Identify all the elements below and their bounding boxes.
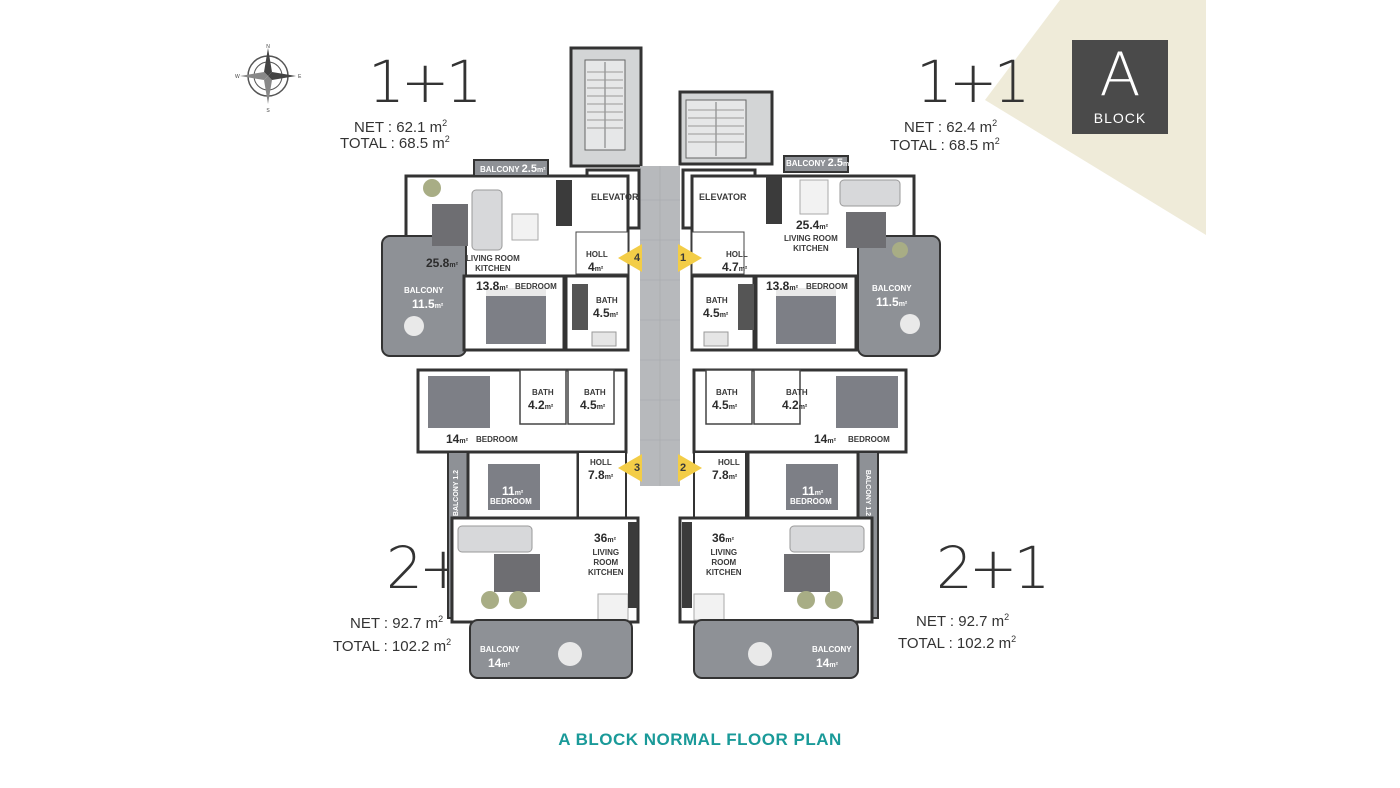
u3-living-area: 36m² <box>594 531 616 545</box>
u1-balcony-label: BALCONY <box>872 284 912 293</box>
u3-bedroom2-area: 11m² <box>502 484 524 498</box>
u2-bedroom2-label: BEDROOM <box>790 497 832 506</box>
u3-bath1-area: 4.2m² <box>528 398 554 412</box>
u4-balcony-label: BALCONY <box>404 286 444 295</box>
u4-balcony-top: BALCONY 2.5m² <box>480 163 546 175</box>
u2-bath2-area: 4.2m² <box>782 398 808 412</box>
u2-bedroom1-area: 14m² <box>814 432 836 446</box>
net-area-top-left: NET : 62.1 m2 <box>354 118 448 136</box>
u2-living-area: 36m² <box>712 531 734 545</box>
u2-bedroom2-area: 11m² <box>802 484 824 498</box>
entry-arrow-1 <box>678 244 702 272</box>
net-area-top-right: NET : 62.4 m2 <box>904 118 998 136</box>
u2-bath2-label: BATH <box>786 388 808 397</box>
total-area-top-right: TOTAL : 68.5 m2 <box>890 136 1000 154</box>
u1-bedroom-label: BEDROOM <box>806 282 848 291</box>
u4-balcony-area: 11.5m² <box>412 297 444 311</box>
block-word: BLOCK <box>1093 110 1147 126</box>
u3-balcony-area: 14m² <box>488 656 510 670</box>
entry-number-3: 3 <box>634 462 641 474</box>
svg-text:N: N <box>266 44 270 50</box>
u1-balcony-area: 11.5m² <box>876 295 908 309</box>
entry-arrow-2 <box>678 454 702 482</box>
u1-bath-area: 4.5m² <box>703 306 729 320</box>
u3-bath1-label: BATH <box>532 388 554 397</box>
svg-text:W: W <box>235 74 240 80</box>
unit-type-top-left: 1+1 <box>368 48 482 116</box>
u4-holl-area: 4m² <box>588 260 604 274</box>
u1-living-area: 25.4m² <box>796 218 828 232</box>
u2-bath1-label: BATH <box>716 388 738 397</box>
svg-text:S: S <box>266 108 270 114</box>
u2-holl-area: 7.8m² <box>712 468 738 482</box>
u3-holl-area: 7.8m² <box>588 468 614 482</box>
unit-type-bottom-right: 2+1 <box>936 534 1050 602</box>
u2-bath1-area: 4.5m² <box>712 398 738 412</box>
floor-plan-title: A BLOCK NORMAL FLOOR PLAN <box>558 730 842 749</box>
elevator-right-label: ELEVATOR <box>699 192 747 202</box>
u3-holl-label: HOLL <box>590 458 612 467</box>
entry-arrow-3 <box>618 454 642 482</box>
u1-holl-label: HOLL <box>726 250 748 259</box>
u3-bath2-label: BATH <box>584 388 606 397</box>
stair-core-left <box>569 46 643 168</box>
u1-balcony-top: BALCONY 2.5m² <box>786 157 852 169</box>
u2-holl-label: HOLL <box>718 458 740 467</box>
u2-bedroom1-label: BEDROOM <box>848 435 890 444</box>
u4-living-area: 25.8m² <box>426 256 458 270</box>
unit-2 <box>678 368 908 679</box>
elevator-left-label: ELEVATOR <box>591 192 639 202</box>
u1-bedroom-area: 13.8m² <box>766 279 798 293</box>
compass-icon: N S W E <box>235 44 302 114</box>
u4-bath-label: BATH <box>596 296 618 305</box>
total-area-bottom-left: TOTAL : 102.2 m2 <box>333 637 452 655</box>
stair-core-right <box>678 90 774 166</box>
u3-bedroom1-area: 14m² <box>446 432 468 446</box>
block-letter: A <box>1099 40 1141 110</box>
total-area-bottom-right: TOTAL : 102.2 m2 <box>898 634 1017 652</box>
u4-bedroom-label: BEDROOM <box>515 282 557 291</box>
u3-bedroom1-label: BEDROOM <box>476 435 518 444</box>
u4-bath-area: 4.5m² <box>593 306 619 320</box>
u4-bedroom-area: 13.8m² <box>476 279 508 293</box>
block-badge: A BLOCK <box>1072 40 1168 134</box>
net-area-bottom-right: NET : 92.7 m2 <box>916 612 1010 630</box>
u3-balcony-label: BALCONY <box>480 645 520 654</box>
u1-holl-area: 4.7m² <box>722 260 748 274</box>
total-area-top-left: TOTAL : 68.5 m2 <box>340 134 450 152</box>
u3-bedroom2-label: BEDROOM <box>490 497 532 506</box>
entry-arrow-4 <box>618 244 642 272</box>
u4-holl-label: HOLL <box>586 250 608 259</box>
u2-side-balcony: BALCONY 1.2 <box>864 469 872 517</box>
u3-side-balcony: BALCONY 1.2 <box>453 469 461 517</box>
u2-balcony-area: 14m² <box>816 656 838 670</box>
u1-bath-label: BATH <box>706 296 728 305</box>
unit-4 <box>381 159 630 357</box>
unit-1 <box>690 155 941 357</box>
entry-number-2: 2 <box>680 462 687 474</box>
entry-number-1: 1 <box>680 252 687 264</box>
entry-number-4: 4 <box>634 252 641 264</box>
u3-bath2-area: 4.5m² <box>580 398 606 412</box>
unit-3 <box>416 368 640 679</box>
u2-balcony-label: BALCONY <box>812 645 852 654</box>
unit-type-top-right: 1+1 <box>916 48 1030 116</box>
svg-text:E: E <box>298 74 302 80</box>
net-area-bottom-left: NET : 92.7 m2 <box>350 614 444 632</box>
